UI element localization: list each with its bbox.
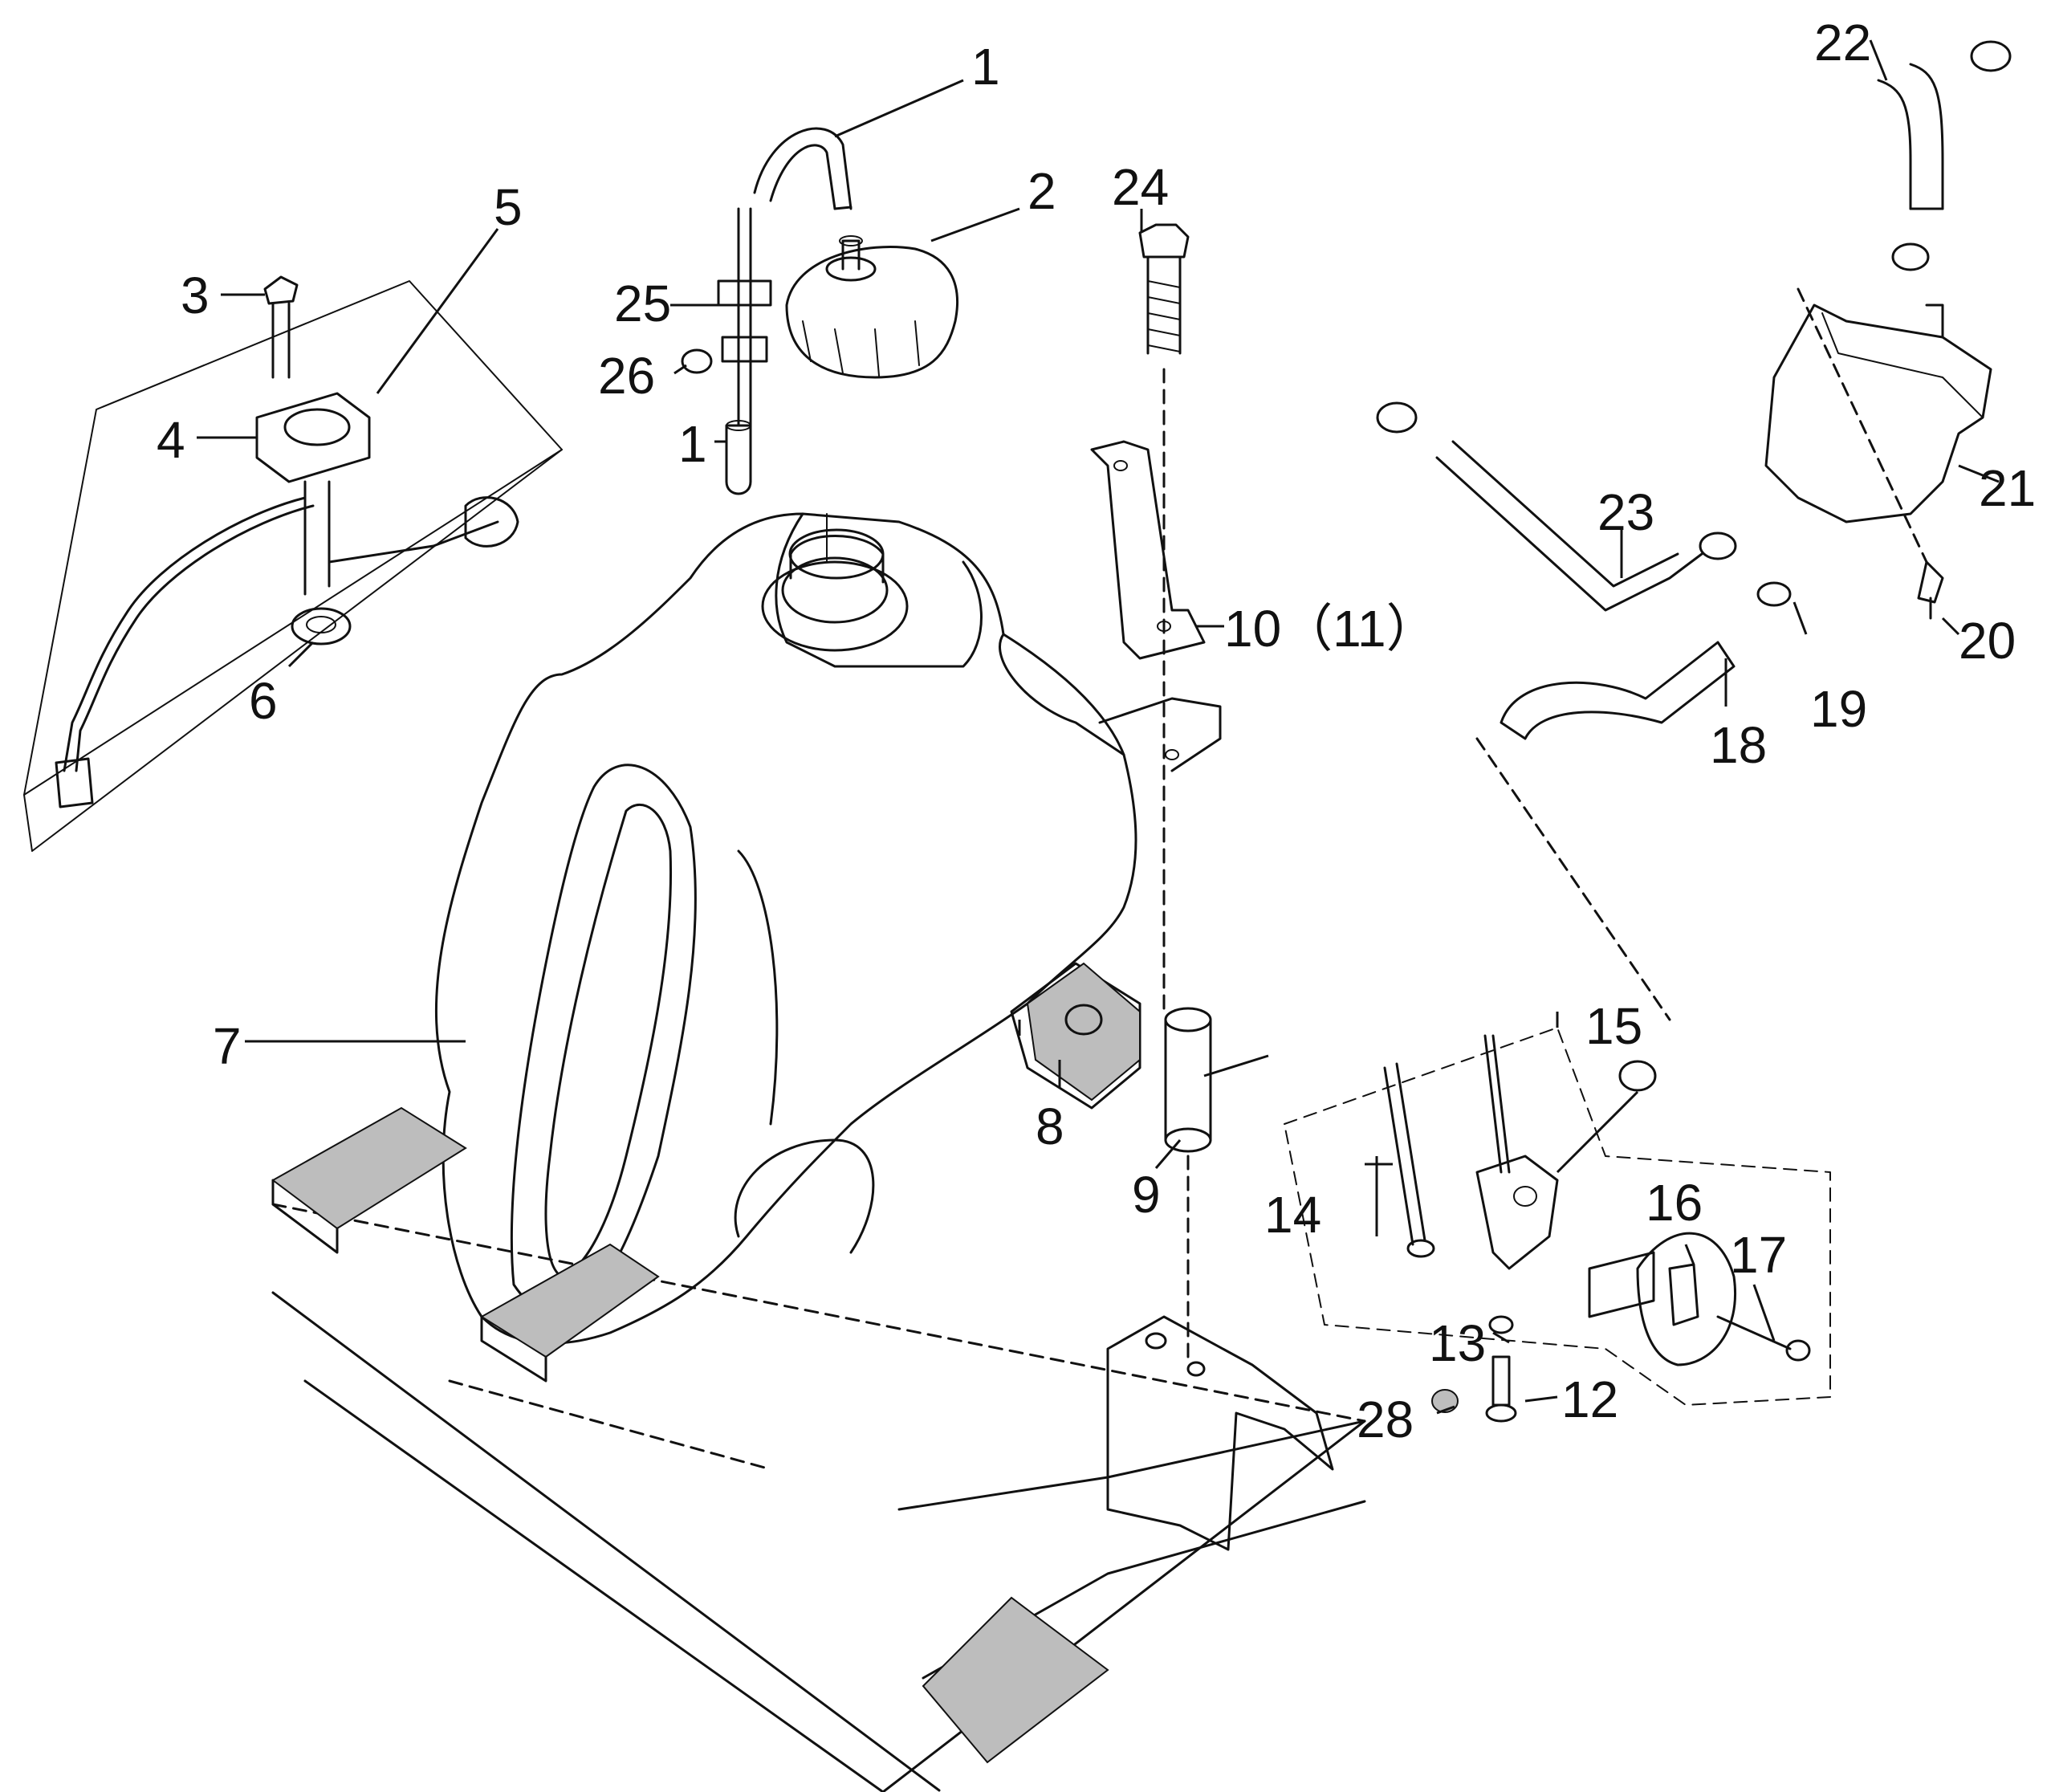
filler-neck [761, 513, 909, 652]
tank-pads [271, 1106, 660, 1383]
part-22-hose [1877, 63, 1944, 210]
callout-labels: 1 1 2 3 4 5 6 7 8 9 10（11） 12 13 14 15 1… [157, 14, 2036, 1448]
callout-20: 20 [1959, 612, 2016, 670]
callout-9: 9 [1132, 1166, 1161, 1224]
callout-14: 14 [1264, 1186, 1321, 1244]
callout-12: 12 [1561, 1370, 1618, 1428]
callout-6: 6 [249, 672, 278, 730]
callout-1-upper: 1 [971, 38, 1000, 96]
part-25-breather-valve [717, 207, 772, 427]
part-21-fuel-pump [1764, 287, 1992, 564]
part-14-filter [1383, 1062, 1435, 1258]
part-10-bracket [1090, 368, 1206, 1013]
frame-rails [271, 1203, 1366, 1792]
part-23-hose [1435, 440, 1703, 612]
callout-15: 15 [1585, 997, 1642, 1055]
callout-5: 5 [494, 178, 523, 236]
callout-10-11: 10（11） [1224, 600, 1438, 658]
part-4-flange [255, 392, 371, 483]
part-13-washer [1488, 1315, 1514, 1334]
callout-2: 2 [1028, 162, 1056, 220]
part-18-hose [1475, 641, 1736, 1021]
callout-7: 7 [213, 1017, 242, 1075]
callout-28: 28 [1357, 1391, 1414, 1448]
part-17-screw [1716, 1315, 1811, 1362]
callout-4: 4 [157, 411, 185, 469]
callout-19: 19 [1810, 680, 1867, 738]
fuel-valve-body [1475, 1034, 1559, 1270]
callout-17: 17 [1730, 1226, 1787, 1284]
part-1-vent-hose [725, 127, 853, 495]
part-15-fuel-valve-group [1284, 1027, 1831, 1406]
callout-16: 16 [1646, 1174, 1703, 1232]
part-24-bolt [1138, 223, 1190, 355]
callout-18: 18 [1710, 716, 1767, 774]
hose-clamps [1376, 40, 2012, 1092]
part-26-nut [681, 348, 713, 374]
callout-1-lower: 1 [678, 415, 707, 473]
callout-26: 26 [598, 347, 655, 405]
fuel-level-sender [55, 480, 519, 808]
callout-13: 13 [1429, 1314, 1486, 1372]
part-5-fuel-gauge-group [23, 280, 563, 852]
fuel-tank [434, 512, 1222, 1345]
leader-lines [197, 39, 2000, 1415]
part-3-screw [263, 275, 299, 379]
callout-3: 3 [181, 267, 210, 324]
part-12-bolt [1485, 1355, 1517, 1423]
part-20-screw [1917, 560, 1944, 620]
frame-mount-bracket [1106, 1315, 1334, 1551]
callout-8: 8 [1036, 1098, 1064, 1155]
callout-22: 22 [1814, 14, 1871, 71]
callout-23: 23 [1597, 483, 1654, 541]
callout-21: 21 [1979, 459, 2036, 517]
callout-24: 24 [1112, 158, 1169, 216]
callout-25: 25 [614, 275, 671, 332]
part-9-spacer [1164, 1007, 1212, 1366]
part-6-seal [291, 607, 352, 646]
part-2-fuel-cap [785, 235, 959, 379]
part-16-valve-lever [1588, 1232, 1736, 1366]
